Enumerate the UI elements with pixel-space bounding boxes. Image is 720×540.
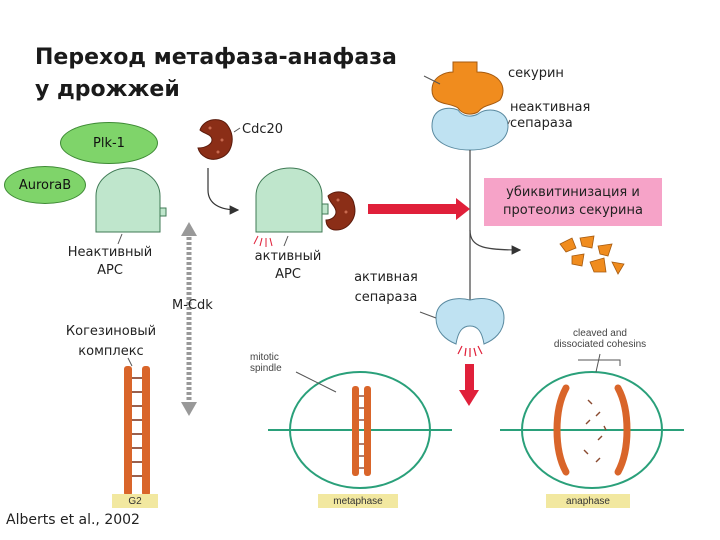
stage-metaphase: metaphase (318, 494, 398, 508)
active-separase-line-2: сепараза (354, 290, 418, 305)
active-apc-rays (253, 235, 273, 247)
aurorab-oval: AuroraB (4, 166, 86, 204)
spindle-pointer (295, 371, 337, 393)
inactive-separase-line-2: сепараза (510, 116, 573, 131)
inactive-apc-line-1: Неактивный (67, 245, 153, 260)
active-separase-shape (435, 298, 505, 345)
active-apc-line-1: активный (254, 249, 322, 264)
active-apc-line-2: APC (275, 267, 301, 282)
inactive-separase-label: неактивная сепараза (510, 100, 590, 132)
g2-chromosomes (124, 366, 150, 496)
cdc20-pointer (233, 127, 241, 133)
mitotic-line-1: mitotic (250, 352, 279, 363)
plk1-oval: Plk-1 (60, 122, 158, 164)
inactive-apc-label: Неактивный APC (60, 244, 160, 280)
cleaved-cohesin-pointer (595, 353, 601, 373)
metaphase-spindle (268, 371, 452, 489)
mitotic-line-2: spindle (250, 363, 282, 374)
mcdk-arrow (181, 222, 197, 416)
ubiquitination-box: убиквитинизация и протеолиз секурина (484, 178, 662, 226)
stage-g2-label: G2 (128, 495, 142, 507)
page-title: Переход метафаза-анафаза у дрожжей (35, 42, 397, 106)
stage-anaphase: anaphase (546, 494, 630, 508)
mitotic-spindle-label: mitotic spindle (250, 352, 282, 374)
active-apc-shape (255, 167, 329, 233)
securin-label: секурин (508, 66, 564, 81)
separase-pointer (507, 119, 511, 125)
inactive-apc-pointer (117, 233, 123, 245)
anaphase-spindle (500, 371, 684, 489)
cleaved-cohesins-label: cleaved and dissociated cohesins (540, 328, 660, 350)
cleaved-line-2: dissociated cohesins (553, 339, 647, 350)
active-separase-line-1: активная (354, 270, 418, 285)
active-apc-pointer (283, 235, 289, 247)
active-apc-label: активный APC (240, 248, 336, 284)
aurorab-label: AuroraB (18, 177, 72, 193)
red-arrow-right (368, 198, 470, 220)
securin-fragments (559, 235, 625, 275)
cleaved-line-1: cleaved and (573, 328, 627, 339)
ubiquitination-line-1: убиквитинизация и (506, 185, 640, 200)
cohesin-line-1: Когезиновый (65, 324, 157, 339)
plk1-label: Plk-1 (93, 135, 125, 151)
cdc20-binding-arrow (207, 168, 240, 215)
stage-anaphase-label: anaphase (566, 495, 610, 507)
securin-shape (431, 61, 504, 115)
title-line-1: Переход метафаза-анафаза (35, 45, 397, 70)
active-separase-rays (457, 345, 483, 357)
stage-g2: G2 (112, 494, 158, 508)
active-separase-label: активная сепараза (348, 268, 424, 308)
securin-degradation-arrow (469, 229, 522, 255)
inactive-apc-shape (95, 167, 167, 233)
cohesin-pointer (127, 357, 133, 367)
cleaved-cohesin-bracket (578, 359, 621, 366)
title-line-2: у дрожжей (35, 77, 180, 102)
securin-pointer (423, 75, 441, 85)
cdc20-shape (197, 119, 233, 160)
red-arrow-down (459, 364, 479, 406)
active-separase-pointer (419, 311, 437, 319)
active-cdc20-shape (325, 191, 356, 231)
stage-metaphase-label: metaphase (333, 495, 383, 507)
inactive-separase-shape (431, 107, 509, 151)
inactive-separase-line-1: неактивная (510, 100, 591, 115)
cohesin-line-2: комплекс (78, 344, 144, 359)
inactive-apc-line-2: APC (97, 263, 123, 278)
ubiquitination-line-2: протеолиз секурина (503, 203, 643, 218)
cdc20-label: Cdc20 (242, 122, 284, 137)
mcdk-label: M-Cdk (172, 298, 213, 313)
citation: Alberts et al., 2002 (6, 512, 140, 528)
cohesin-label: Когезиновый комплекс (58, 322, 164, 362)
